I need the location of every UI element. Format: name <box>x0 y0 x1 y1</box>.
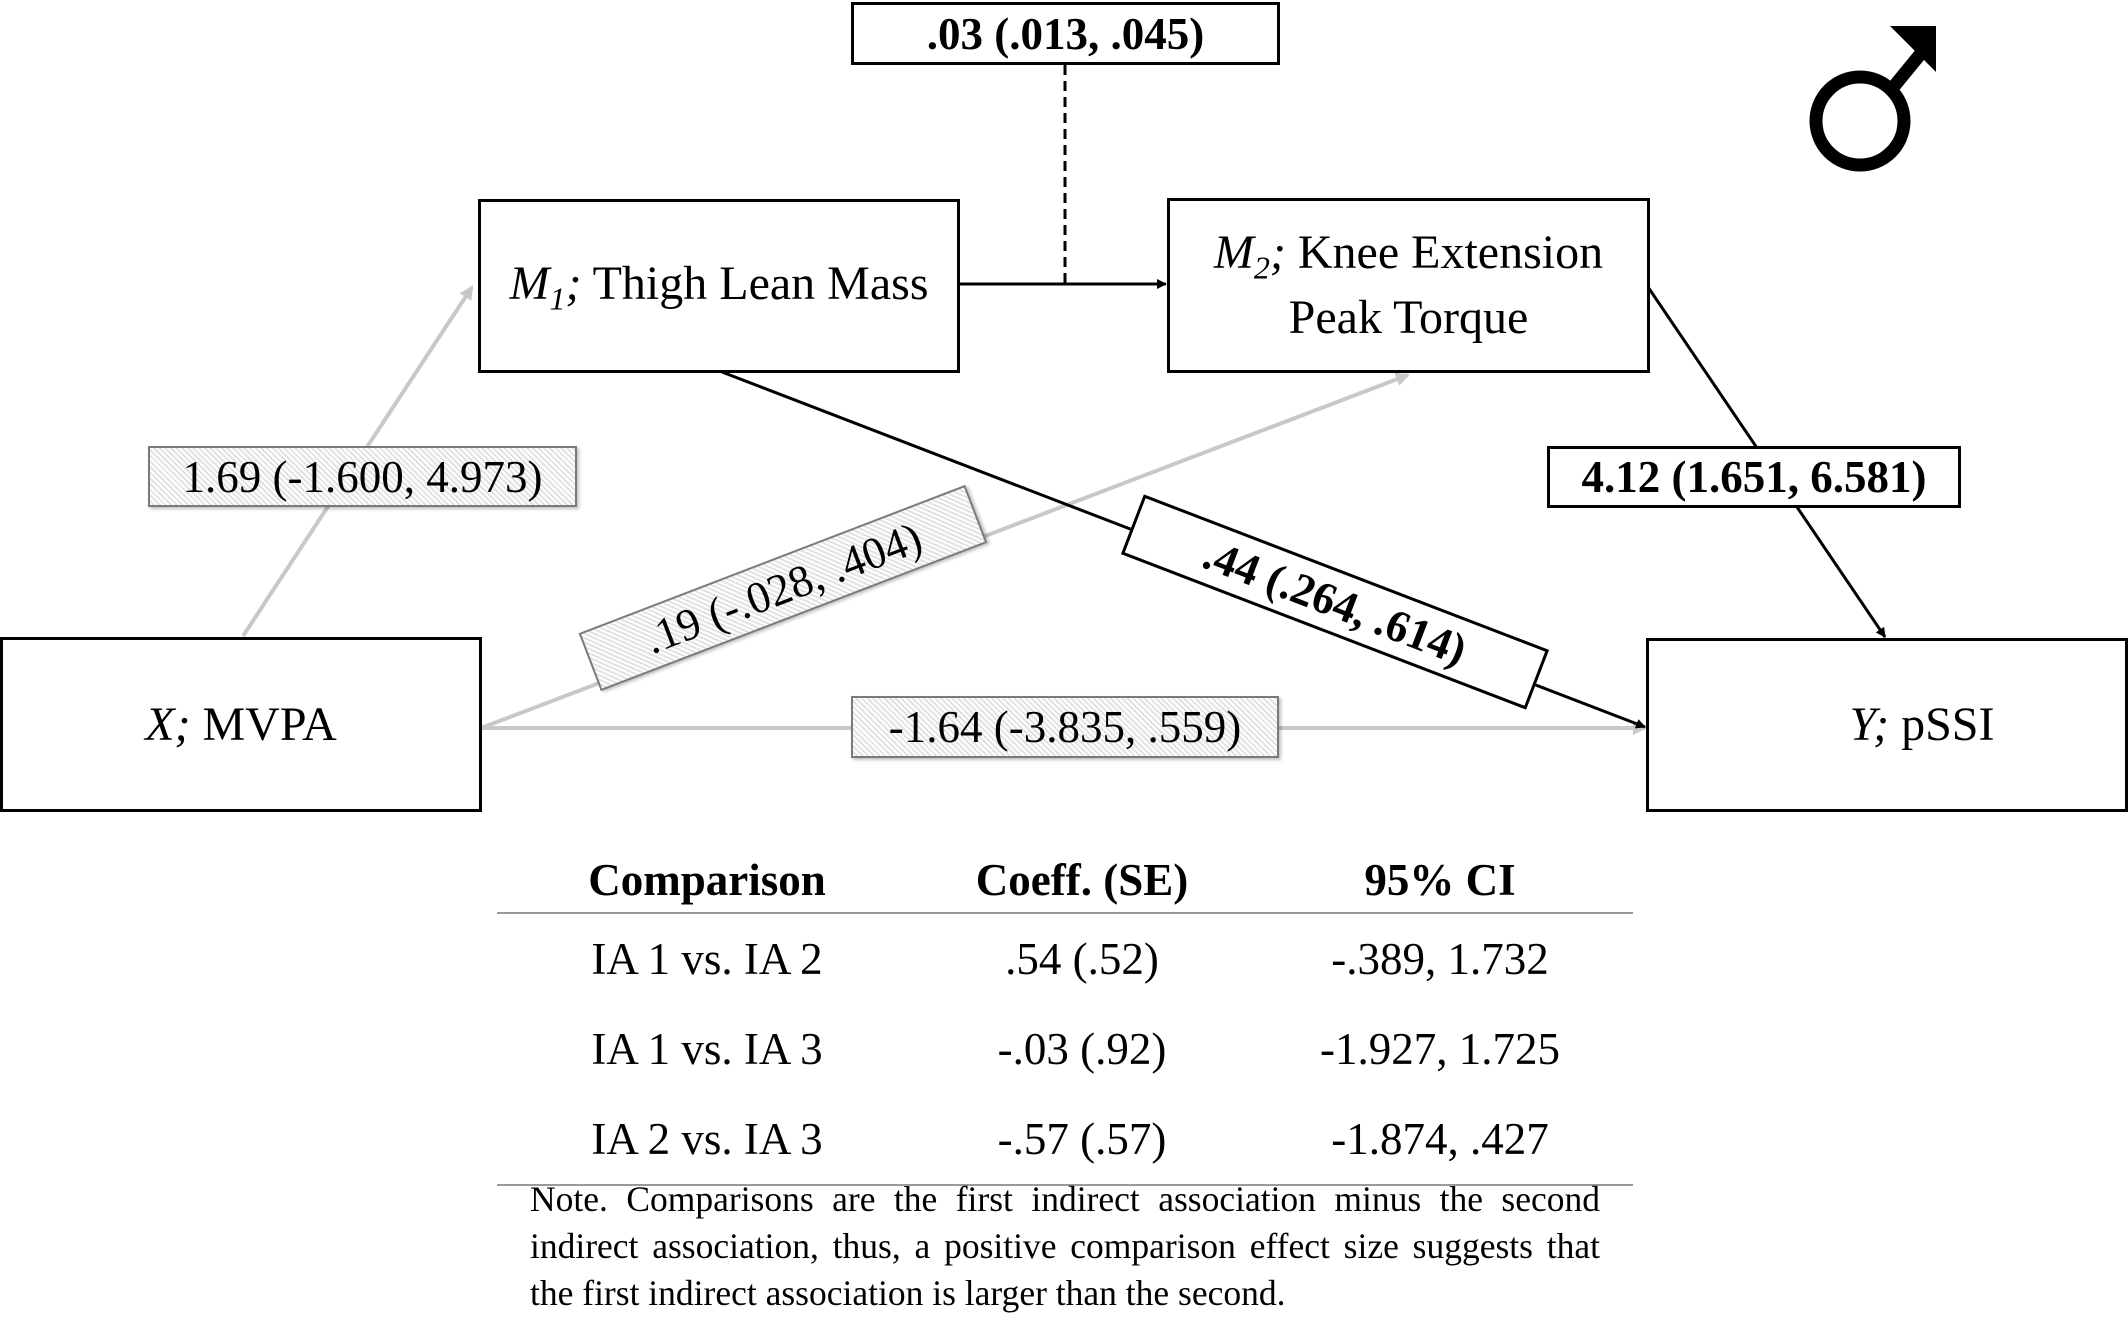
table-header-row: Comparison Coeff. (SE) 95% CI <box>497 846 1633 914</box>
table-cell-ci: -1.927, 1.725 <box>1320 1024 1560 1074</box>
node-x-prefix: X; <box>145 697 191 751</box>
male-symbol-icon <box>1809 26 1936 172</box>
node-m2-label-line2: Peak Torque <box>1288 290 1529 344</box>
node-m2-suffix: ; <box>1269 226 1286 280</box>
table-cell-comparison: IA 1 vs. IA 2 <box>591 934 823 984</box>
table-cell-comparison: IA 2 vs. IA 3 <box>497 1094 917 1186</box>
node-m1-suffix: ; <box>565 256 582 310</box>
table-cell-ci: -1.874, .427 <box>1247 1094 1633 1186</box>
node-m1-label: Thigh Lean Mass <box>581 256 929 310</box>
node-x-mvpa: X; MVPA <box>0 637 482 812</box>
label-m1-to-m2: .03 (.013, .045) <box>851 2 1280 65</box>
node-m2-knee-extension-peak-torque: M2; Knee Extension Peak Torque <box>1167 198 1650 373</box>
table-cell-comparison: IA 1 vs. IA 3 <box>591 1024 823 1074</box>
label-x-to-y: -1.64 (-3.835, .559) <box>851 696 1279 758</box>
table-row: IA 1 vs. IA 2 .54 (.52) -.389, 1.732 <box>497 913 1633 1004</box>
node-m1-thigh-lean-mass: M1; Thigh Lean Mass <box>478 199 960 373</box>
label-m2-to-y: 4.12 (1.651, 6.581) <box>1547 446 1961 508</box>
comparison-table: Comparison Coeff. (SE) 95% CI IA 1 vs. I… <box>497 846 1633 1186</box>
node-m2-label-line1: Knee Extension <box>1285 226 1604 280</box>
label-x-to-m1: 1.69 (-1.600, 4.973) <box>148 446 577 507</box>
node-m2-prefix: M <box>1213 226 1254 280</box>
node-y-pssi: Y; pSSI <box>1646 638 2128 812</box>
node-m1-subscript: 1 <box>549 280 566 317</box>
node-y-prefix: Y; <box>1849 698 1890 751</box>
table-cell-ci: -.389, 1.732 <box>1331 934 1549 984</box>
node-y-label: pSSI <box>1889 698 1995 751</box>
node-x-label: MVPA <box>190 697 337 751</box>
table-cell-coeff: .54 (.52) <box>1005 934 1159 984</box>
table-header-ci: 95% CI <box>1247 846 1633 914</box>
table-row: IA 2 vs. IA 3 -.57 (.57) -1.874, .427 <box>497 1094 1633 1186</box>
table-header-coeff: Coeff. (SE) <box>917 846 1247 914</box>
table-row: IA 1 vs. IA 3 -.03 (.92) -1.927, 1.725 <box>497 1004 1633 1094</box>
table-cell-coeff: -.03 (.92) <box>997 1024 1167 1074</box>
table-cell-coeff: -.57 (.57) <box>917 1094 1247 1186</box>
node-m2-subscript: 2 <box>1253 249 1270 286</box>
table-note: Note. Comparisons are the first indirect… <box>530 1179 1600 1313</box>
node-m1-prefix: M <box>509 256 550 310</box>
table-header-comparison: Comparison <box>497 846 917 914</box>
